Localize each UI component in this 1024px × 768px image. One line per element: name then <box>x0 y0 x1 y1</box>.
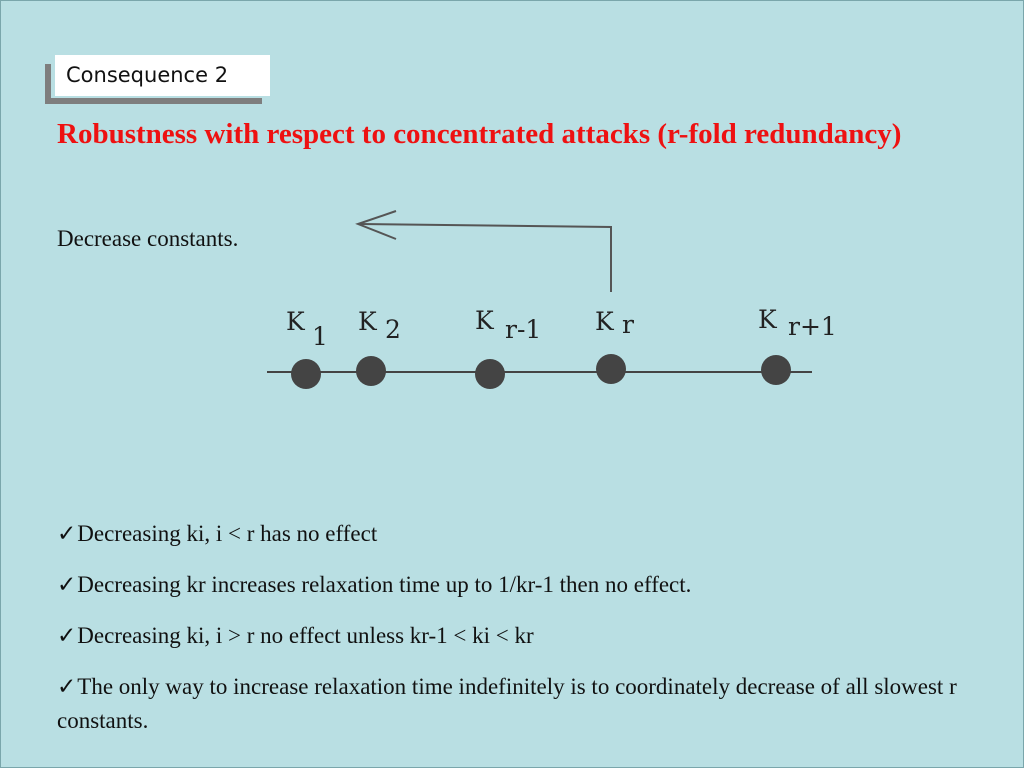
bullet-item: ✓Decreasing ki, i < r has no effect <box>57 517 957 551</box>
node-label-k1: K <box>286 307 306 336</box>
bullet-item: ✓The only way to increase relaxation tim… <box>57 670 957 738</box>
section-tag: Consequence 2 <box>55 55 270 96</box>
bullet-item: ✓Decreasing ki, i > r no effect unless k… <box>57 619 957 653</box>
move-arrow-head <box>355 210 397 240</box>
bullet-text: The only way to increase relaxation time… <box>57 674 957 733</box>
bullet-item: ✓Decreasing kr increases relaxation time… <box>57 568 957 602</box>
node-sub-k2: 2 <box>385 315 401 344</box>
slide-title: Robustness with respect to concentrated … <box>57 118 902 150</box>
slide-subtitle: Decrease constants. <box>57 226 239 251</box>
node-sub-k-r-minus-1: r-1 <box>505 315 541 344</box>
node-sub-k-r: r <box>622 310 634 339</box>
node-label-k-r-plus-1: K <box>758 305 778 334</box>
check-icon: ✓ <box>57 521 77 546</box>
node-k2 <box>356 356 386 386</box>
check-icon: ✓ <box>57 674 77 699</box>
node-label-k-r: K <box>595 307 615 336</box>
node-k-r-plus-1 <box>761 355 791 385</box>
node-k-r <box>596 354 626 384</box>
bullet-text: Decreasing kr increases relaxation time … <box>77 572 692 597</box>
rate-constant-diagram: K 1 K 2 K r-1 K r K r+1 <box>267 210 837 389</box>
node-sub-k1: 1 <box>312 322 328 351</box>
node-k-r-minus-1 <box>475 359 505 389</box>
node-label-k-r-minus-1: K <box>475 306 495 335</box>
bullet-text: Decreasing ki, i > r no effect unless kr… <box>77 623 534 648</box>
check-icon: ✓ <box>57 623 77 648</box>
bullet-text: Decreasing ki, i < r has no effect <box>77 521 378 546</box>
move-arrow-line <box>359 223 612 292</box>
check-icon: ✓ <box>57 572 77 597</box>
bullet-list: ✓Decreasing ki, i < r has no effect ✓Dec… <box>57 517 957 755</box>
node-k1 <box>291 359 321 389</box>
node-label-k2: K <box>358 307 378 336</box>
node-sub-k-r-plus-1: r+1 <box>788 312 837 341</box>
